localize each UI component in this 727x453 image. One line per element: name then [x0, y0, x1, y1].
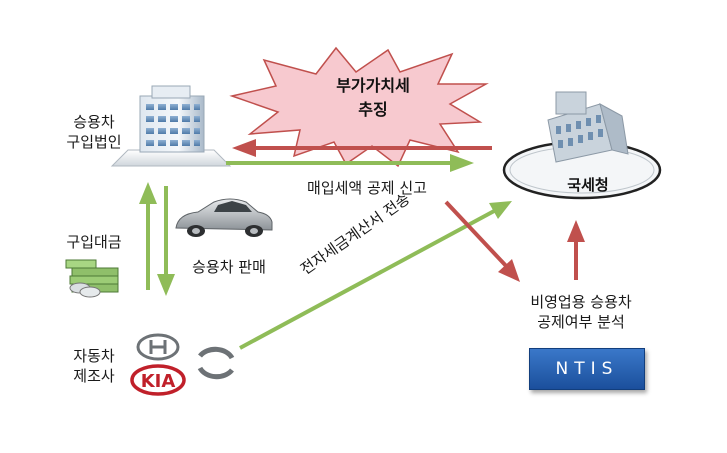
hyundai-logo-icon [136, 333, 180, 361]
arrow-corp-to-nts [226, 154, 474, 172]
car-sale-label: 승용차 판매 [192, 258, 266, 276]
nts-building-icon [502, 91, 662, 200]
money-icon [65, 259, 119, 298]
non-business-analysis-label: 비영업용 승용차 공제여부 분석 [530, 293, 632, 331]
manufacturer-label: 자동차 제조사 [73, 347, 115, 385]
arrow-sale-down [157, 186, 175, 296]
arrow-nts-to-corp [232, 139, 492, 157]
nts-label: 국세청 [567, 176, 609, 194]
ssangyong-logo-icon [197, 346, 235, 380]
corp-label: 승용차 구입법인 [66, 113, 122, 151]
building-icon [110, 85, 232, 167]
ntis-box: NTIS [529, 348, 645, 390]
burst-shape [229, 46, 489, 168]
burst-text: 부가가치세 추징 [336, 76, 410, 119]
ntis-label: NTIS [555, 359, 619, 379]
kia-logo-icon: KIA [130, 364, 186, 396]
purchase-payment-label: 구입대금 [66, 233, 122, 251]
arrow-nts-to-analysis [444, 200, 520, 282]
arrow-einvoice [239, 201, 512, 350]
kia-logo-text: KIA [141, 371, 176, 392]
car-icon [175, 198, 273, 237]
arrow-payment-up [139, 182, 157, 290]
vat-report-label: 매입세액 공제 신고 [307, 179, 427, 197]
arrow-ntis-to-nts [567, 220, 585, 280]
